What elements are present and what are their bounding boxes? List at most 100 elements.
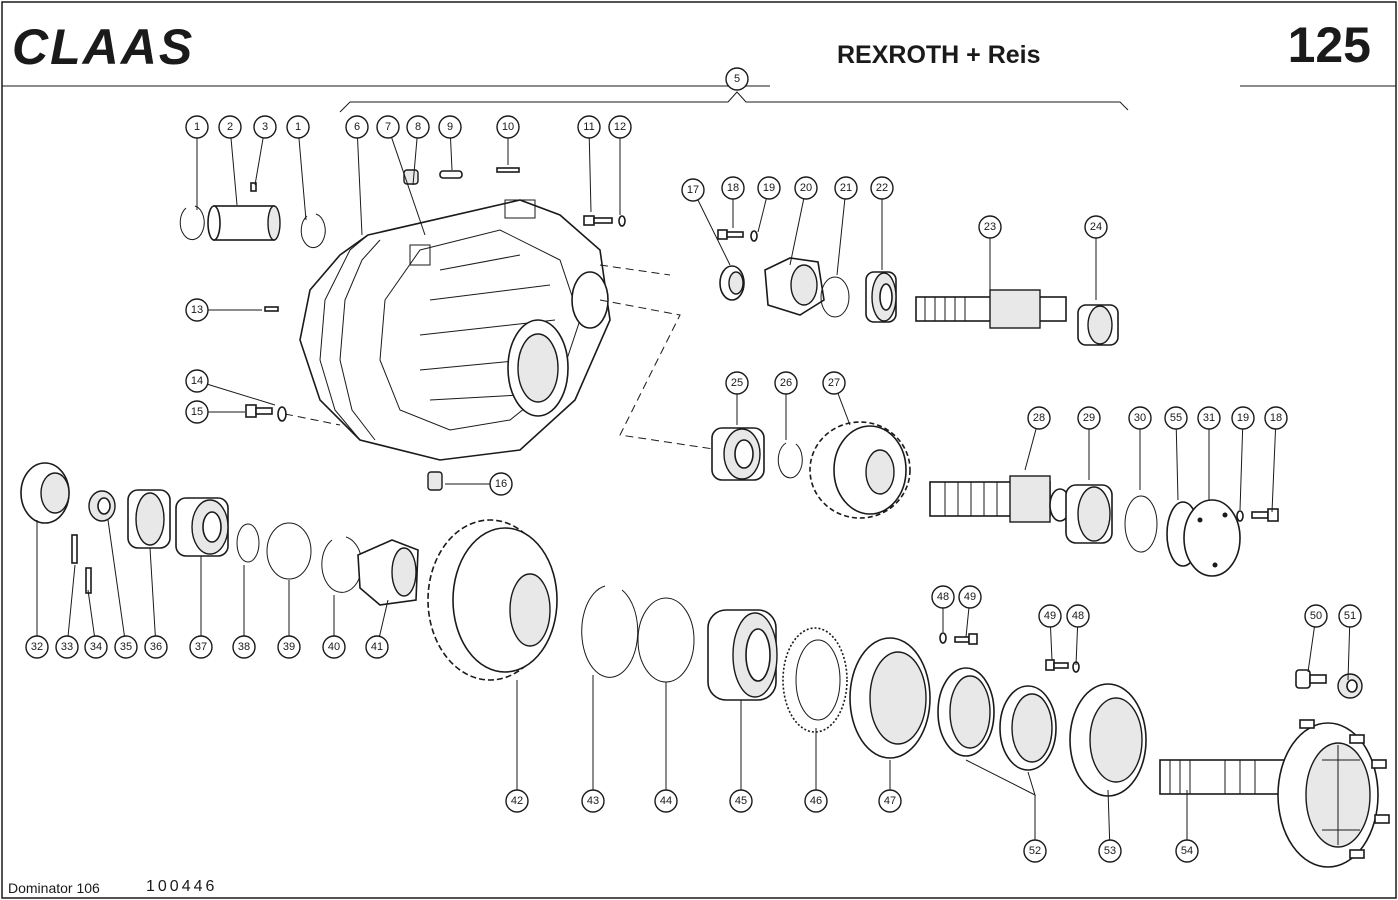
callout-label: 3 xyxy=(262,121,268,133)
callout-label: 31 xyxy=(1203,412,1215,424)
page-title: REXROTH + Reis xyxy=(837,41,1041,69)
bearing-part xyxy=(711,427,765,481)
part-callout-21: 21 xyxy=(834,176,858,276)
callout-label: 30 xyxy=(1134,412,1146,424)
callout-leader xyxy=(1239,428,1244,511)
part-callout-35: 35 xyxy=(107,519,138,659)
part-callout-1: 1 xyxy=(286,115,310,221)
callout-circle xyxy=(804,789,828,813)
callout-label: 19 xyxy=(1237,412,1249,424)
callout-circle xyxy=(958,585,982,609)
callout-label: 23 xyxy=(984,221,996,233)
part-callout-49: 49 xyxy=(958,585,982,638)
callout-circle xyxy=(114,635,138,659)
part-callout-40: 40 xyxy=(322,595,346,659)
callout-label: 1 xyxy=(194,121,200,133)
bearing-part xyxy=(175,497,229,557)
shaft-part xyxy=(929,475,1071,523)
callout-label: 51 xyxy=(1344,610,1356,622)
part-callout-48: 48 xyxy=(1066,604,1090,666)
seal-ring-part xyxy=(999,685,1057,771)
callout-leader xyxy=(1050,626,1053,661)
part-callout-49: 49 xyxy=(1038,604,1062,661)
callout-circle xyxy=(1264,406,1288,430)
washer-part xyxy=(277,406,287,422)
callout-label: 53 xyxy=(1104,845,1116,857)
callout-label: 8 xyxy=(415,121,421,133)
callout-label: 54 xyxy=(1181,845,1193,857)
callout-label: 48 xyxy=(937,591,949,603)
thrust-disc-part xyxy=(782,627,848,733)
bolt-part xyxy=(245,404,273,418)
callout-label: 42 xyxy=(511,795,523,807)
callout-circle xyxy=(84,635,108,659)
callout-circle xyxy=(870,176,894,200)
callout-circle xyxy=(581,789,605,813)
callout-label: 40 xyxy=(328,641,340,653)
circlip-part xyxy=(777,442,803,479)
parts-artwork xyxy=(20,167,1390,868)
part-callout-38: 38 xyxy=(232,565,256,659)
seal-part xyxy=(719,265,745,301)
flange-part xyxy=(764,257,825,316)
part-callout-47: 47 xyxy=(878,760,902,813)
part-callout-23: 23 xyxy=(978,215,1002,300)
part-callout-36: 36 xyxy=(144,547,168,659)
callout-leader xyxy=(588,137,592,213)
part-callout-13: 13 xyxy=(185,298,262,322)
drawing-code: 100446 xyxy=(146,878,217,895)
wheel-bolt-part xyxy=(1295,669,1327,689)
gear-part xyxy=(809,421,911,519)
callout-circle xyxy=(757,176,781,200)
callout-leader xyxy=(1271,428,1277,513)
part-callout-22: 22 xyxy=(870,176,894,270)
callout-label: 15 xyxy=(191,406,203,418)
part-callout-18: 18 xyxy=(1264,406,1288,513)
part-callout-46: 46 xyxy=(804,728,828,813)
bushing-part xyxy=(207,205,281,241)
part-callout-29: 29 xyxy=(1077,406,1101,480)
callout-circle xyxy=(365,635,389,659)
callout-leader xyxy=(379,599,389,637)
part-callout-25: 25 xyxy=(725,371,749,425)
callout-label: 18 xyxy=(727,182,739,194)
wheel-nut-part xyxy=(1337,673,1363,699)
bearing-housing-part xyxy=(849,637,931,759)
callout-circle xyxy=(345,115,369,139)
callout-circle xyxy=(1304,604,1328,628)
dowel-pin-part xyxy=(264,306,279,312)
callout-leader xyxy=(87,589,95,637)
callout-label: 22 xyxy=(876,182,888,194)
callout-leader xyxy=(67,564,76,637)
callout-label: 32 xyxy=(31,641,43,653)
callout-circle xyxy=(978,215,1002,239)
callout-leader xyxy=(789,198,805,266)
callout-label: 18 xyxy=(1270,412,1282,424)
part-callout-15: 15 xyxy=(185,400,245,424)
part-callout-19: 19 xyxy=(1231,406,1255,511)
part-callout-12: 12 xyxy=(608,115,632,215)
callout-circle xyxy=(232,635,256,659)
callout-circle xyxy=(721,176,745,200)
callout-label: 1 xyxy=(295,121,301,133)
part-callout-27: 27 xyxy=(822,371,851,426)
part-callout-24: 24 xyxy=(1084,215,1108,300)
part-callout-6: 6 xyxy=(345,115,369,236)
callout-circle xyxy=(1175,839,1199,863)
callout-circle xyxy=(185,115,209,139)
bearing-race-part xyxy=(127,489,171,549)
callout-circle xyxy=(1128,406,1152,430)
callout-leader xyxy=(207,383,276,406)
callout-label: 33 xyxy=(61,641,73,653)
gear-part xyxy=(427,519,558,681)
callout-circle xyxy=(577,115,601,139)
brand-logo-text: CLAAS xyxy=(12,19,194,75)
callout-circle xyxy=(681,178,705,202)
bearing-part xyxy=(1077,304,1119,346)
callout-circle xyxy=(822,371,846,395)
callout-circle xyxy=(1027,406,1051,430)
callout-label: 36 xyxy=(150,641,162,653)
callout-circle xyxy=(253,115,277,139)
callout-leader xyxy=(412,137,418,186)
